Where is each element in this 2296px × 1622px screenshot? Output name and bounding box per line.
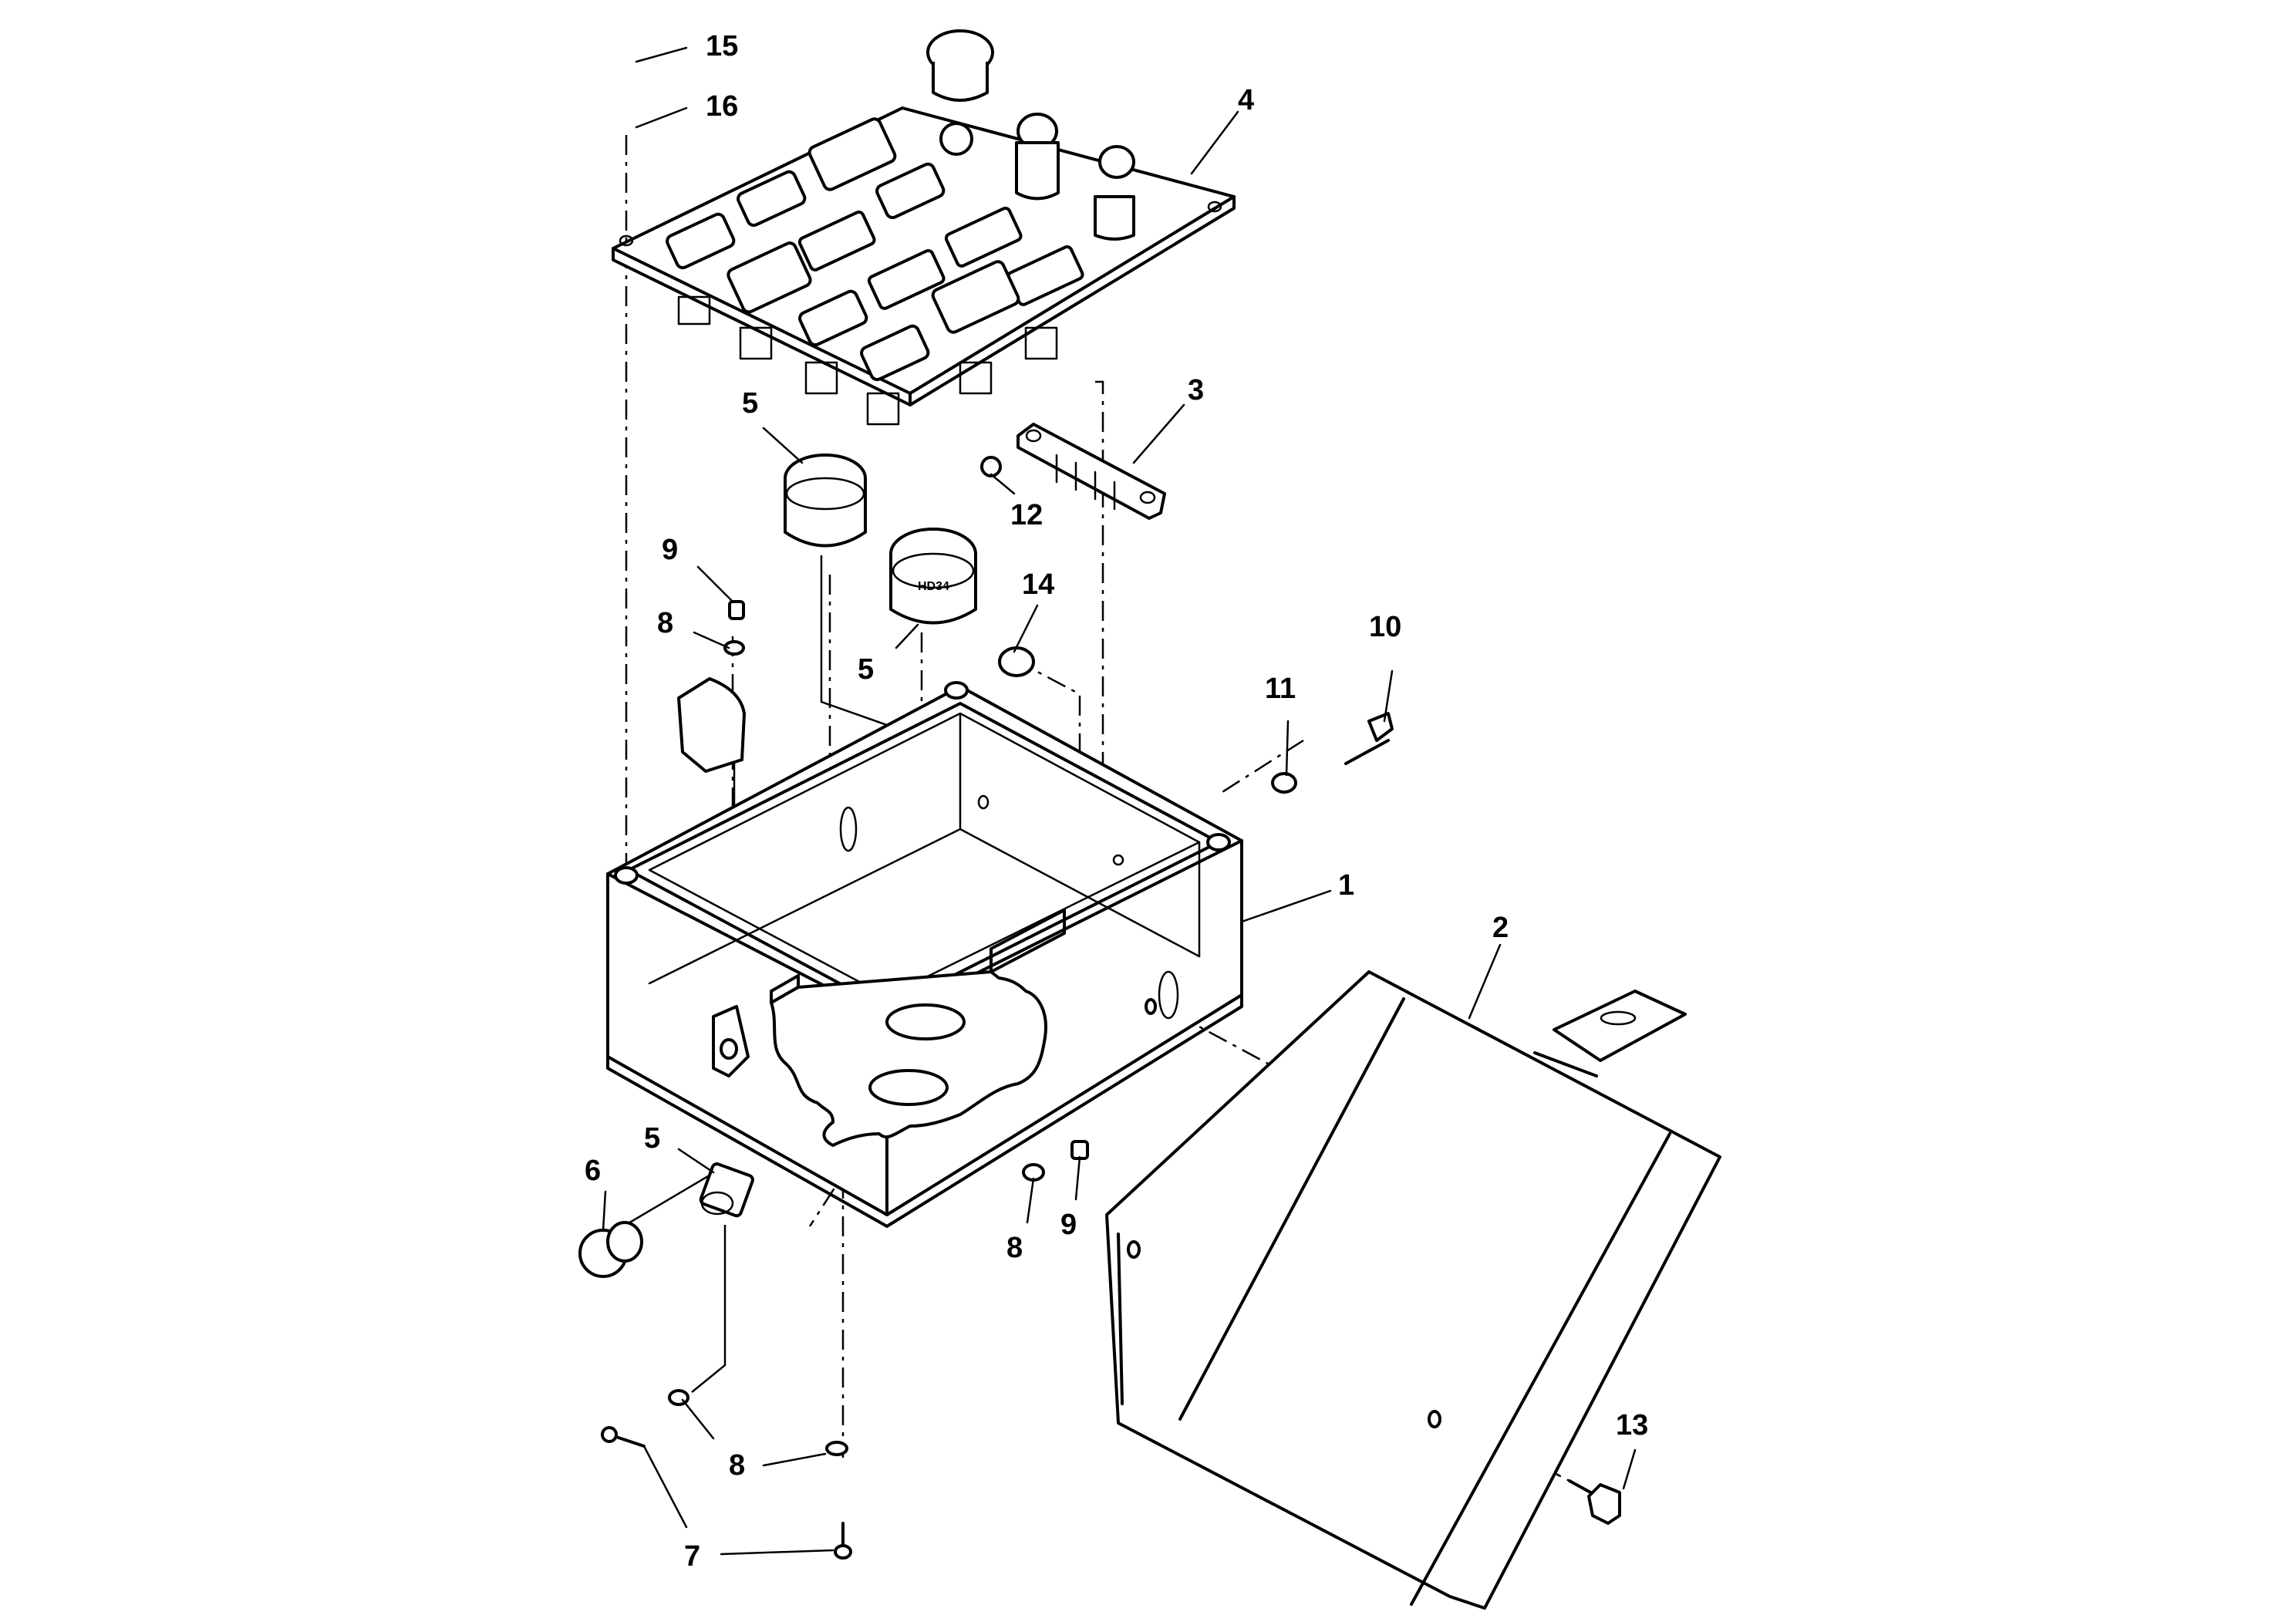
callout-12: 12 <box>1010 499 1043 531</box>
fasteners-lower <box>578 1140 1089 1560</box>
callout-8-lower: 8 <box>729 1449 745 1482</box>
callout-15: 15 <box>706 30 738 62</box>
callout-6: 6 <box>585 1155 601 1187</box>
callout-5-lower: 5 <box>644 1122 660 1155</box>
bolt-13 <box>1568 1479 1621 1525</box>
fasteners-upper <box>677 600 1394 794</box>
terminal-strip <box>980 423 1166 520</box>
mounting-bracket <box>1105 970 1721 1610</box>
callout-10: 10 <box>1369 611 1401 643</box>
callout-numbers: 15 16 4 3 5 12 9 8 14 5 10 11 1 2 5 6 8 … <box>585 30 1648 1573</box>
callout-9-lower: 9 <box>1060 1209 1077 1241</box>
callout-8-right: 8 <box>1006 1232 1023 1264</box>
connector-marking: HD34 <box>918 580 949 593</box>
callout-14: 14 <box>1022 568 1054 601</box>
callout-8-upper: 8 <box>657 607 673 639</box>
control-panel <box>612 29 1236 426</box>
callout-7: 7 <box>684 1540 700 1573</box>
callout-5-middle: 5 <box>858 653 874 686</box>
circular-connectors: HD34 <box>784 454 977 625</box>
leader-lines <box>602 46 1637 1556</box>
enclosure-box <box>606 681 1243 1228</box>
callout-9-upper: 9 <box>662 534 678 566</box>
callout-1: 1 <box>1338 869 1354 902</box>
callout-13: 13 <box>1616 1409 1648 1442</box>
callout-16: 16 <box>706 90 738 123</box>
callout-5-upper: 5 <box>742 387 758 420</box>
callout-4: 4 <box>1238 84 1254 116</box>
callout-2: 2 <box>1492 912 1509 944</box>
callout-3: 3 <box>1188 374 1204 406</box>
callout-11: 11 <box>1265 673 1296 705</box>
